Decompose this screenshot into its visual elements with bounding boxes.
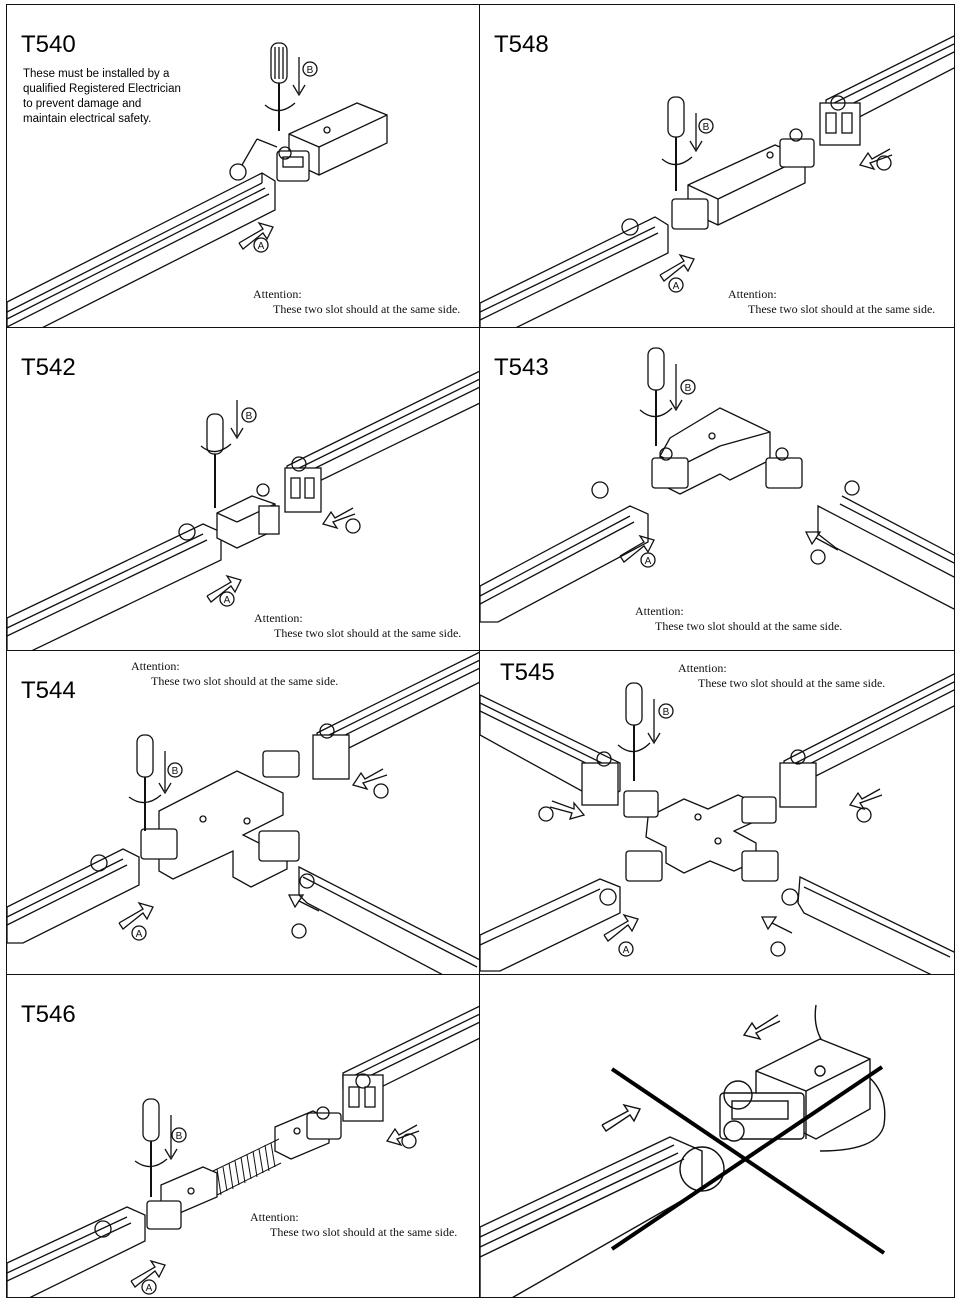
attention-text: These two slot should at the same side. xyxy=(274,626,462,640)
label-b: B xyxy=(176,1131,183,1142)
label-b: B xyxy=(685,383,692,394)
attention-note: Attention: These two slot should at the … xyxy=(254,611,461,641)
attention-title: Attention: xyxy=(254,611,303,625)
label-a: A xyxy=(673,281,680,292)
label-b: B xyxy=(172,766,179,777)
attention-text: These two slot should at the same side. xyxy=(270,1225,458,1239)
panel-t545: B A T545 Attention: These two slot shoul… xyxy=(479,650,955,976)
t542-illustration: B A xyxy=(7,370,480,651)
t546-illustration: B A xyxy=(7,1005,480,1297)
label-a: A xyxy=(136,929,143,940)
attention-title: Attention: xyxy=(678,661,727,675)
attention-title: Attention: xyxy=(253,287,302,301)
model-code: T544 xyxy=(21,677,76,704)
flex-bellows xyxy=(212,1138,282,1196)
label-b: B xyxy=(703,122,710,133)
panel-t546: B A T546 Attention: These two slot shoul… xyxy=(6,974,481,1298)
model-code: T546 xyxy=(21,1001,76,1028)
label-a: A xyxy=(623,945,630,956)
attention-text: These two slot should at the same side. xyxy=(273,302,461,316)
panel-t543: B A T543 Attention: These two slot shoul… xyxy=(479,327,955,652)
t544-illustration: B A xyxy=(7,651,480,975)
model-code: T542 xyxy=(21,354,76,381)
label-b: B xyxy=(246,411,253,422)
cross-mark xyxy=(610,1065,886,1255)
t548-illustration: B A xyxy=(480,35,954,327)
attention-text: These two slot should at the same side. xyxy=(655,619,843,633)
label-a: A xyxy=(645,556,652,567)
t543-illustration: B A xyxy=(480,347,954,623)
attention-title: Attention: xyxy=(250,1210,299,1224)
model-code: T540 xyxy=(21,31,76,58)
attention-note: Attention: These two slot should at the … xyxy=(250,1210,457,1240)
attention-note: Attention: These two slot should at the … xyxy=(635,604,842,634)
t540-illustration: B A xyxy=(7,42,388,327)
t545-illustration: B A xyxy=(480,673,954,975)
attention-note: Attention: These two slot should at the … xyxy=(253,287,460,317)
panel-t544: B A T544 Attention: These two slot shoul… xyxy=(6,650,481,976)
panel-t542: B A T542 Attention: These two slot shoul… xyxy=(6,327,481,652)
label-a: A xyxy=(146,1283,153,1294)
attention-text: These two slot should at the same side. xyxy=(151,674,339,688)
attention-text: These two slot should at the same side. xyxy=(698,676,886,690)
label-a: A xyxy=(224,595,231,606)
label-b: B xyxy=(307,65,314,76)
safety-note: These must be installed by a qualified R… xyxy=(23,68,181,125)
model-code: T548 xyxy=(494,31,549,58)
model-code: T543 xyxy=(494,354,549,381)
panel-incorrect-install xyxy=(479,974,955,1298)
attention-note: Attention: These two slot should at the … xyxy=(678,661,885,691)
panel-t540: B A T540 These must be installed by a qu… xyxy=(6,4,481,328)
attention-note: Attention: These two slot should at the … xyxy=(131,659,338,689)
attention-title: Attention: xyxy=(131,659,180,673)
model-code: T545 xyxy=(500,659,555,686)
arrow-in xyxy=(601,1103,642,1132)
label-a: A xyxy=(258,241,265,252)
attention-title: Attention: xyxy=(728,287,777,301)
panel-t548: B A T548 Attention: These two slot shoul… xyxy=(479,4,955,328)
incorrect-install-illustration xyxy=(480,1004,886,1297)
arrow-out xyxy=(742,1014,781,1041)
label-b: B xyxy=(663,707,670,718)
attention-text: These two slot should at the same side. xyxy=(748,302,936,316)
attention-title: Attention: xyxy=(635,604,684,618)
attention-note: Attention: These two slot should at the … xyxy=(728,287,935,317)
